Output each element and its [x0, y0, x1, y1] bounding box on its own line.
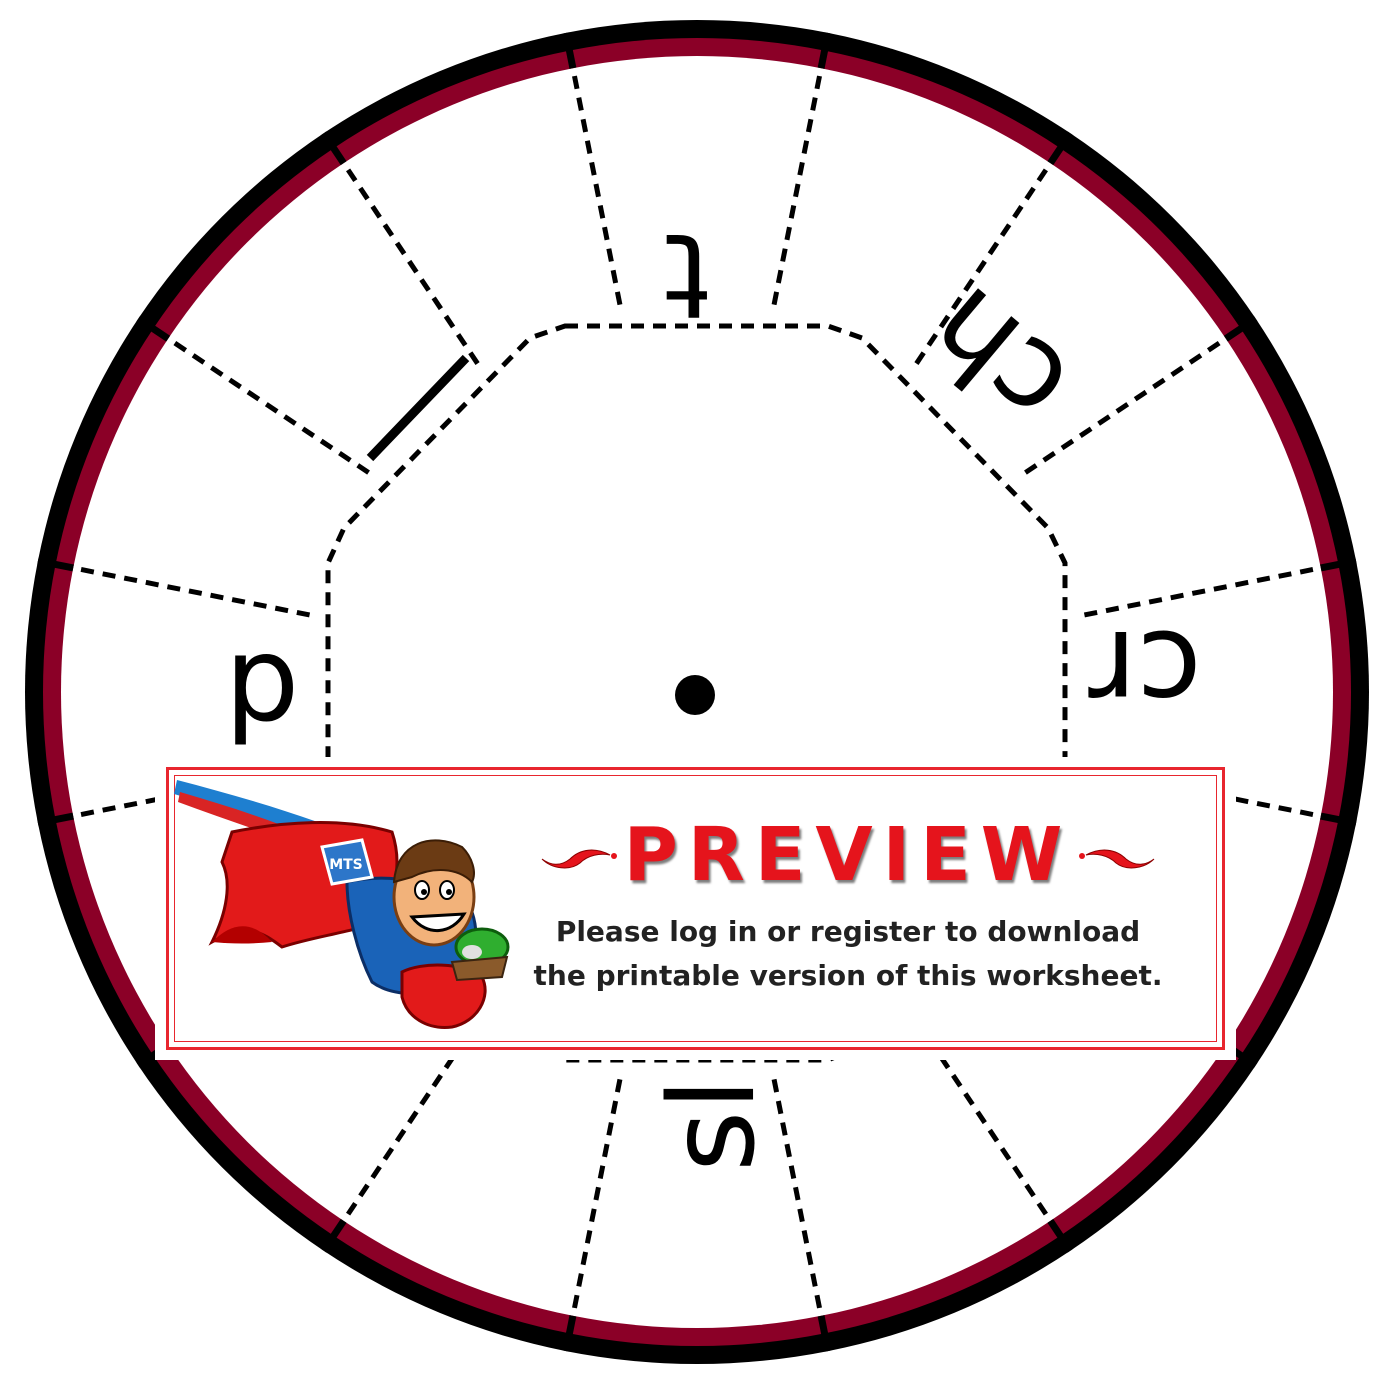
preview-heading: PREVIEW: [518, 815, 1178, 895]
wheel-letter-left: p: [225, 610, 300, 748]
preview-title: PREVIEW: [624, 812, 1073, 898]
login-message: Please log in or register to download th…: [528, 910, 1168, 998]
wheel-letter-top: t: [664, 207, 710, 345]
center-pin-dot: [675, 675, 715, 715]
login-message-line-2: the printable version of this worksheet.: [528, 954, 1168, 998]
login-message-line-1: Please log in or register to download: [528, 910, 1168, 954]
left-swirl-icon: [540, 839, 618, 871]
right-swirl-icon: [1078, 839, 1156, 871]
wheel-letter-bottom: sl: [643, 1078, 781, 1172]
mascot-badge-text: MTS: [329, 857, 363, 873]
preview-banner: MTS PREVIEW Please log in or register to…: [155, 757, 1236, 1060]
superhero-mascot-icon: MTS: [172, 772, 512, 1042]
wheel-letter-right: cr: [1088, 604, 1202, 742]
